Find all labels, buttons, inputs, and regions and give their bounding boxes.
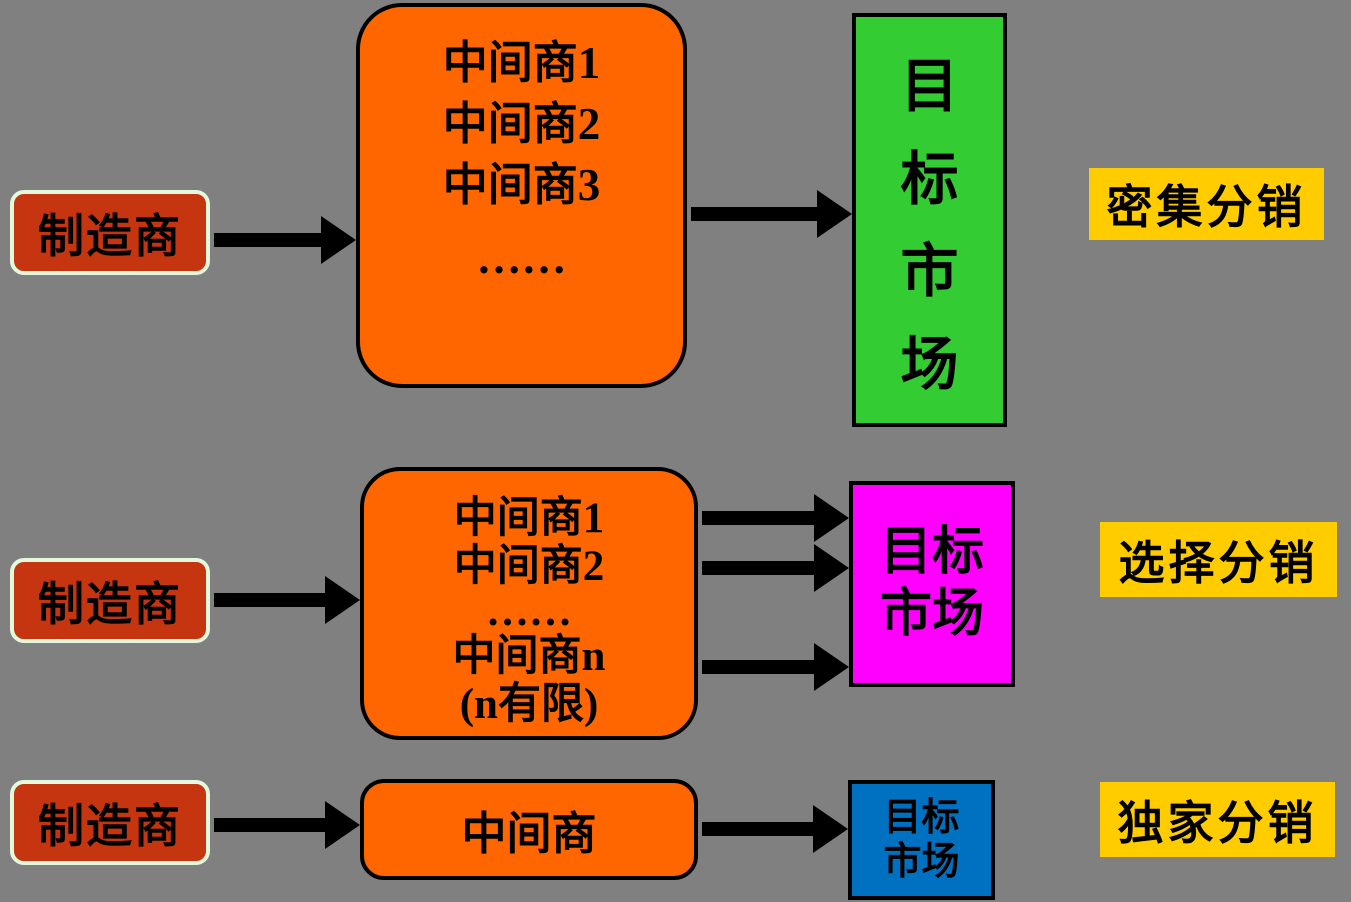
target-line: 市场 [883,841,960,883]
target-char: 场 [900,331,959,397]
target-line: 市场 [879,586,984,643]
arrow-right-icon [702,805,848,853]
strategy-label-exclusive: 独家分销 [1100,782,1335,857]
target-char: 市 [900,239,959,305]
strategy-label-text: 独家分销 [1117,797,1318,849]
intermediary-line: (n有限) [459,681,599,728]
arrow-tail [702,511,816,525]
intermediary-line: 中间商1 [442,38,601,88]
strategy-label-text: 密集分销 [1106,182,1307,233]
arrow-tail [702,660,816,674]
intermediary-line: 中间商2 [453,543,605,590]
arrow-right-icon [691,190,852,238]
intermediary-line: 中间商2 [442,99,601,149]
arrow-right-icon [214,216,356,264]
intermediary-line: 中间商 [461,809,597,859]
arrow-right-icon [702,643,849,691]
target-char: 目 [900,54,959,120]
arrow-head [814,643,849,691]
target-line: 目标 [879,524,984,581]
strategy-label-selective: 选择分销 [1100,522,1337,597]
manufacturer-box-selective: 制造商 [10,558,210,643]
manufacturer-label: 制造商 [38,578,182,630]
ellipsis-dots: …… [486,588,572,635]
target-market-box-selective: 目标 市场 [849,481,1015,687]
target-market-box-exclusive: 目标 市场 [848,780,995,900]
arrow-head [814,494,849,542]
arrow-head [813,805,848,853]
strategy-label-intensive: 密集分销 [1089,168,1324,240]
intermediary-line: 中间商1 [453,495,605,542]
arrow-right-icon [702,544,849,592]
arrow-right-icon [214,801,360,849]
arrow-tail [691,207,819,221]
target-line: 目标 [883,797,960,839]
intermediary-box-intensive: 中间商1 中间商2 中间商3 …… [356,3,687,388]
intermediary-box-selective: 中间商1 中间商2 …… 中间商n (n有限) [360,467,698,740]
manufacturer-label: 制造商 [38,210,182,262]
arrow-head [325,801,360,849]
arrow-tail [214,818,327,832]
intermediary-box-exclusive: 中间商 [360,779,698,880]
arrow-right-icon [214,576,360,624]
intermediary-line: 中间商3 [442,160,601,210]
arrow-head [814,544,849,592]
arrow-head [325,576,360,624]
arrow-head [817,190,852,238]
intermediary-line: 中间商n [452,633,606,680]
manufacturer-box-exclusive: 制造商 [10,780,210,865]
arrow-right-icon [702,494,849,542]
arrow-head [321,216,356,264]
target-market-box-intensive: 目 标 市 场 [852,13,1007,427]
manufacturer-box-intensive: 制造商 [10,190,210,275]
arrow-tail [702,822,815,836]
arrow-tail [214,233,323,247]
target-char: 标 [900,146,959,212]
strategy-label-text: 选择分销 [1118,537,1319,589]
arrow-tail [214,593,327,607]
ellipsis-dots: …… [476,233,567,283]
arrow-tail [702,561,816,575]
manufacturer-label: 制造商 [38,800,182,852]
